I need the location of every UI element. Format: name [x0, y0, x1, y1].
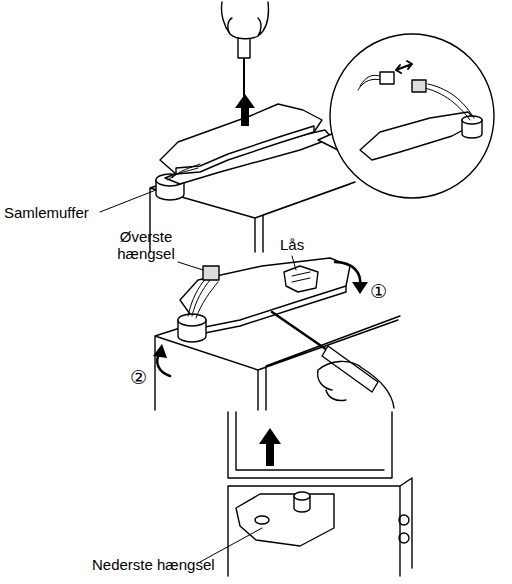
socket [412, 80, 426, 92]
door [228, 412, 392, 478]
hinge-pin-top [294, 492, 310, 500]
callout-number: ① [370, 282, 387, 302]
screwdriver-handle [322, 346, 378, 392]
connector [203, 266, 219, 280]
detail-plate [360, 112, 478, 160]
hand [221, 2, 268, 39]
lift-arrow [259, 428, 281, 466]
arrow-head [352, 282, 368, 294]
detail-wire [425, 84, 474, 120]
screw [399, 533, 409, 543]
leader-line [178, 262, 203, 270]
leader-line [100, 190, 156, 212]
screw [399, 515, 409, 525]
callout-number: ② [130, 368, 147, 388]
fridge-base [228, 478, 412, 576]
part-label: Samlemuffer [4, 204, 89, 221]
screw-hole [255, 516, 269, 524]
wire [188, 278, 218, 318]
part-label: Nederste hængsel [92, 556, 215, 573]
arrow-head [153, 344, 167, 358]
callout-circle [330, 34, 494, 198]
lower-hinge [236, 494, 334, 546]
part-label: Lås [280, 236, 304, 253]
fridge-body [155, 316, 400, 410]
detail-pin-top [462, 116, 482, 124]
cover-edge [176, 126, 314, 174]
detail-wire [358, 75, 382, 90]
leader-line [292, 256, 296, 270]
plug [380, 72, 394, 84]
screwdriver [243, 58, 245, 104]
hand [318, 361, 394, 408]
screwdriver [272, 312, 330, 352]
lock [284, 266, 318, 292]
wire [168, 164, 200, 180]
lock-detail [292, 272, 310, 282]
hinge-edge [200, 286, 346, 334]
separate-arrow [396, 61, 412, 73]
part-label: Øverste hængsel [110, 228, 182, 262]
